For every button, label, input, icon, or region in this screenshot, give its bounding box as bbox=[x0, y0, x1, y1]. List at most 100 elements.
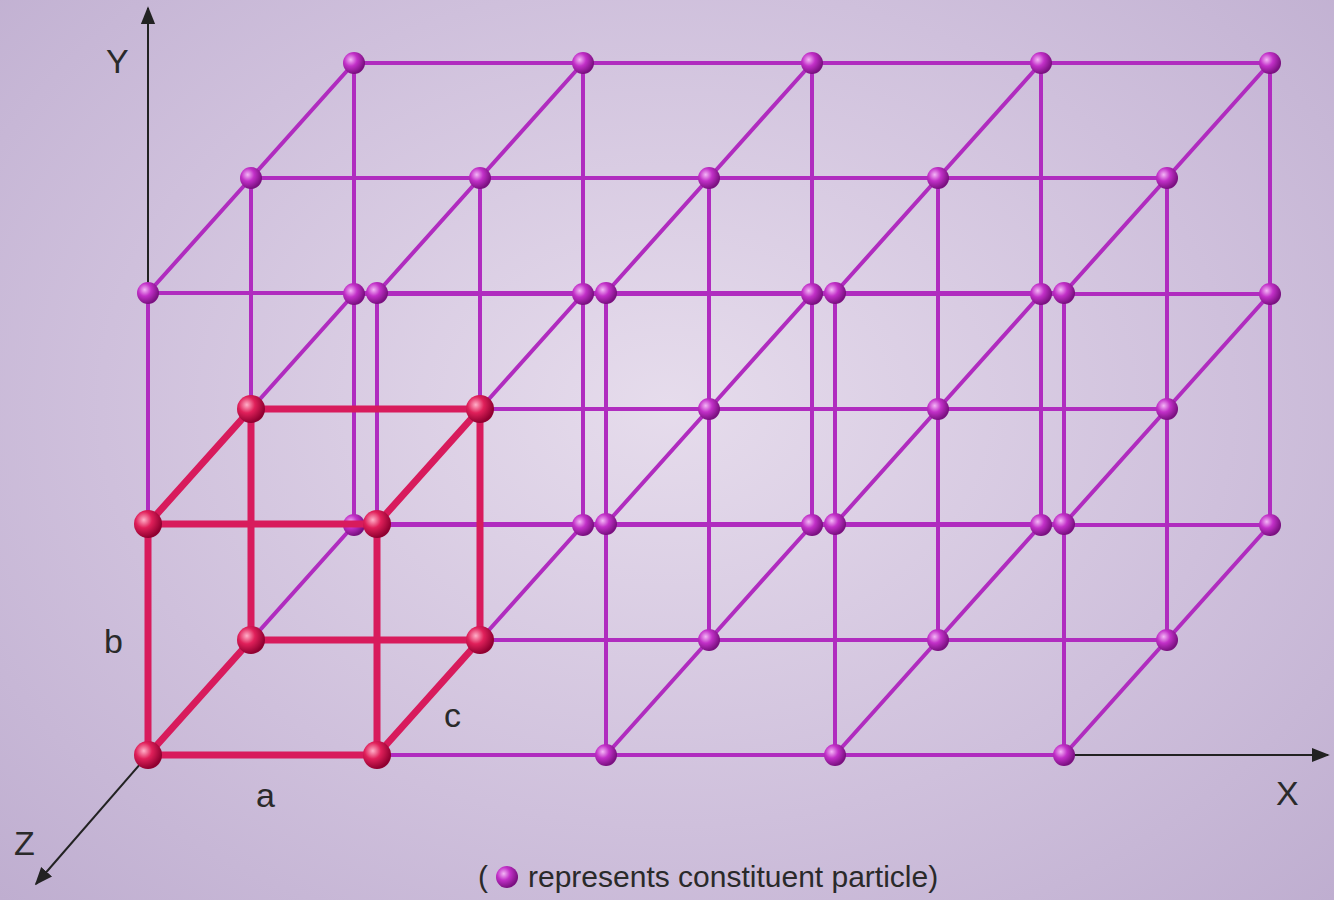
lattice-line bbox=[938, 638, 1167, 642]
lattice-line bbox=[835, 753, 1064, 757]
legend-bracket: ( bbox=[478, 860, 488, 894]
lattice-line bbox=[251, 176, 480, 180]
particle bbox=[1030, 283, 1052, 305]
lattice-line bbox=[606, 522, 835, 526]
lattice-line bbox=[1167, 294, 1270, 409]
lattice-line bbox=[377, 291, 606, 295]
lattice-line bbox=[148, 178, 251, 293]
particle bbox=[1156, 167, 1178, 189]
particle bbox=[801, 52, 823, 74]
lattice-line bbox=[835, 409, 938, 524]
unit-cell-particle bbox=[466, 395, 494, 423]
lattice-line bbox=[148, 640, 251, 755]
unit-cell-particle bbox=[237, 626, 265, 654]
lattice-line bbox=[1041, 523, 1270, 527]
particle bbox=[240, 167, 262, 189]
lattice-line bbox=[480, 63, 583, 178]
lattice-line bbox=[377, 409, 480, 524]
unit-cell-edge bbox=[377, 409, 480, 524]
particle bbox=[1156, 629, 1178, 651]
lattice-line bbox=[709, 407, 938, 411]
lattice-line bbox=[606, 753, 835, 757]
lattice-line bbox=[480, 176, 709, 180]
lattice-line bbox=[148, 291, 377, 295]
legend: (represents constituent particle) bbox=[478, 860, 938, 894]
particle bbox=[698, 629, 720, 651]
particle bbox=[1053, 513, 1075, 535]
unit-cell-edge bbox=[145, 524, 152, 755]
unit-cell-edge bbox=[251, 637, 480, 644]
lattice-line bbox=[480, 525, 583, 640]
lattice-line bbox=[606, 291, 835, 295]
particle bbox=[1259, 514, 1281, 536]
lattice-line bbox=[251, 638, 480, 642]
lattice-line bbox=[377, 753, 606, 757]
axes bbox=[36, 8, 1328, 884]
z-axis bbox=[36, 755, 148, 884]
legend-sample bbox=[494, 864, 520, 890]
lattice-line bbox=[1165, 178, 1169, 409]
particle bbox=[1259, 283, 1281, 305]
lattice-line bbox=[709, 638, 938, 642]
edge-length-label: c bbox=[444, 698, 461, 732]
particle bbox=[572, 283, 594, 305]
lattice-line bbox=[354, 61, 583, 65]
lattice-line bbox=[478, 409, 482, 640]
unit-cell-particles bbox=[134, 395, 494, 769]
lattice-line bbox=[251, 294, 354, 409]
lattice-line bbox=[1268, 63, 1272, 294]
lattice-line bbox=[1064, 409, 1167, 524]
particle bbox=[1053, 282, 1075, 304]
particle bbox=[572, 514, 594, 536]
lattice-line bbox=[833, 293, 837, 524]
unit-cell-edge bbox=[377, 640, 480, 755]
unit-cell-particle bbox=[363, 741, 391, 769]
lattice-line bbox=[1064, 178, 1167, 293]
lattice-line bbox=[251, 407, 480, 411]
lattice-line bbox=[377, 640, 480, 755]
lattice-line bbox=[251, 525, 354, 640]
lattice-line bbox=[1041, 61, 1270, 65]
particle bbox=[824, 282, 846, 304]
particle bbox=[366, 282, 388, 304]
lattice-line bbox=[835, 291, 1064, 295]
lattice-line bbox=[148, 522, 377, 526]
lattice-line bbox=[148, 753, 377, 757]
lattice-line bbox=[709, 176, 938, 180]
lattice-line bbox=[1165, 409, 1169, 640]
particle bbox=[801, 283, 823, 305]
lattice-line bbox=[606, 409, 709, 524]
lattice-line bbox=[377, 522, 606, 526]
particle bbox=[824, 744, 846, 766]
edge-length-label: a bbox=[256, 778, 275, 812]
edge-length-label: b bbox=[104, 624, 123, 658]
unit-cell-edge bbox=[148, 640, 251, 755]
lattice-line bbox=[709, 525, 812, 640]
particle bbox=[572, 52, 594, 74]
particle bbox=[1030, 52, 1052, 74]
particle bbox=[1053, 744, 1075, 766]
particle bbox=[595, 744, 617, 766]
unit-cell-edge bbox=[148, 521, 377, 528]
particle bbox=[927, 167, 949, 189]
lattice-line bbox=[583, 61, 812, 65]
y-axis bbox=[147, 8, 149, 755]
particle bbox=[801, 514, 823, 536]
unit-cell-particle bbox=[134, 741, 162, 769]
particle bbox=[1030, 514, 1052, 536]
lattice-line bbox=[835, 178, 938, 293]
lattice-line bbox=[1167, 525, 1270, 640]
lattice-line bbox=[146, 524, 150, 755]
lattice-line bbox=[1062, 293, 1066, 524]
unit-cell-particle bbox=[363, 510, 391, 538]
axis-label: Z bbox=[14, 826, 35, 860]
particle bbox=[1156, 398, 1178, 420]
lattice-line bbox=[1167, 63, 1270, 178]
lattice-line bbox=[480, 407, 709, 411]
lattice-particles bbox=[137, 52, 1281, 766]
unit-cell-particle bbox=[134, 510, 162, 538]
unit-cell-edge bbox=[374, 524, 381, 755]
lattice-line bbox=[251, 63, 354, 178]
lattice-line bbox=[148, 409, 251, 524]
axis-label: Y bbox=[106, 44, 129, 78]
